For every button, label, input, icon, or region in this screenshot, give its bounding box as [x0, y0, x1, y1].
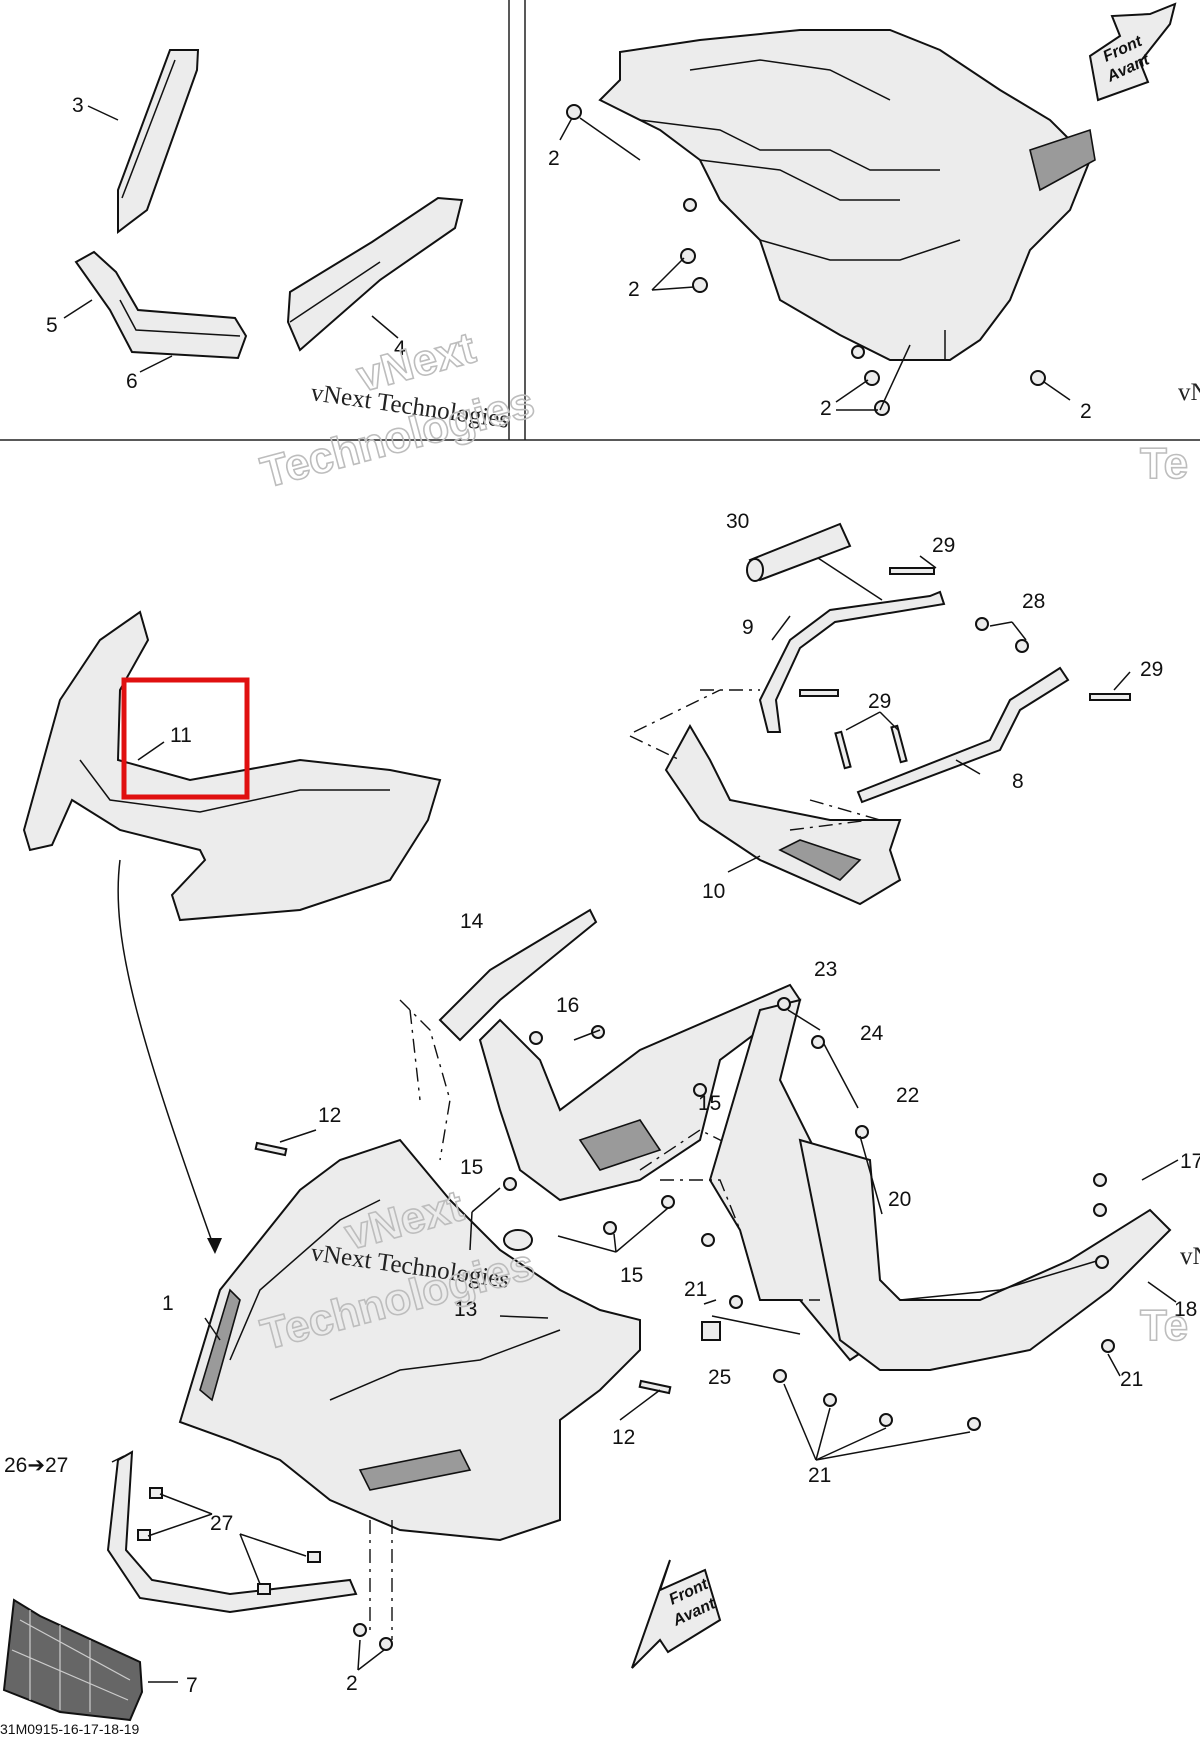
label-30: 30	[726, 510, 749, 533]
label-10: 10	[702, 880, 725, 903]
part-27-spacers	[137, 1487, 321, 1595]
part-labels: 3 5 6 4 2 2 2 2 30 29 28 9 29 29 11 8 10…	[4, 94, 1200, 1697]
part-1-front-cap	[178, 1138, 641, 1542]
part-9-frame	[758, 590, 946, 733]
label-21-a: 21	[684, 1278, 707, 1301]
label-15-a: 15	[698, 1092, 721, 1115]
label-24: 24	[860, 1022, 884, 1045]
label-25: 25	[708, 1366, 731, 1389]
label-27: 27	[210, 1512, 233, 1535]
right-side-panel	[798, 1138, 1172, 1371]
watermark-edge-1: vN	[1178, 379, 1200, 406]
label-16: 16	[556, 994, 579, 1017]
label-11: 11	[170, 724, 192, 747]
part-4-pad	[286, 196, 464, 352]
label-15-c: 15	[620, 1264, 643, 1287]
label-4: 4	[394, 337, 406, 360]
label-29-b: 29	[1140, 658, 1163, 681]
front-arrow-bottom	[631, 1559, 722, 1669]
part-10-bracket	[664, 723, 902, 906]
label-7: 7	[186, 1674, 198, 1697]
label-29-c: 29	[868, 690, 891, 713]
part-7-grille	[2, 1598, 144, 1722]
dash-lines-upper	[629, 689, 881, 831]
label-20: 20	[888, 1188, 911, 1211]
label-2-e: 2	[346, 1672, 358, 1695]
label-3: 3	[72, 94, 84, 117]
label-29-a: 29	[932, 534, 955, 557]
assembly-arrow	[117, 859, 216, 1251]
label-1: 1	[162, 1292, 174, 1315]
leader-lines-top-right	[559, 117, 1071, 411]
label-13: 13	[454, 1298, 477, 1321]
label-9: 9	[742, 616, 754, 639]
fasteners-top-right	[566, 104, 1046, 416]
label-23: 23	[814, 958, 837, 981]
label-22: 22	[896, 1084, 919, 1107]
label-6: 6	[126, 370, 138, 393]
label-12-a: 12	[318, 1104, 341, 1127]
label-2-c: 2	[820, 397, 832, 420]
leader-lines-upper-right	[727, 555, 1131, 873]
leader-lines-top-left	[63, 105, 399, 373]
panel-frames	[0, 0, 1200, 441]
part-8-frame	[856, 666, 1070, 804]
label-12-b: 12	[612, 1426, 635, 1449]
dash-lines-bottom	[369, 1179, 820, 1640]
label-21-b: 21	[1120, 1368, 1143, 1391]
label-2-b: 2	[628, 278, 640, 301]
front-arrow-top	[1088, 2, 1177, 102]
console-assembly	[598, 29, 1096, 361]
fasteners-bottom	[254, 997, 1115, 1651]
label-8: 8	[1012, 770, 1024, 793]
label-5: 5	[46, 314, 58, 337]
watermark-edge-2: Te	[1140, 439, 1188, 488]
label-18: 18	[1174, 1298, 1197, 1321]
watermark-edge-4: Te	[1140, 1301, 1188, 1350]
watermark-edge-3: vN	[1180, 1243, 1200, 1270]
label-17: 17	[1180, 1150, 1200, 1173]
assembly-arrowhead	[207, 1238, 222, 1254]
part-30-tube	[746, 522, 852, 582]
label-14: 14	[460, 910, 484, 933]
drawing-code: 31M0915-16-17-18-19	[0, 1721, 140, 1737]
part-26-bumper-bar	[106, 1450, 358, 1614]
part-5-6-pad	[74, 250, 248, 360]
part-14-bracket	[438, 908, 598, 1042]
label-26-27: 26➔27	[4, 1454, 68, 1477]
highlight-box	[121, 677, 250, 800]
label-2-a: 2	[548, 147, 560, 170]
fasteners-upper-right	[799, 567, 1131, 770]
part-11-cover	[22, 610, 442, 922]
leader-lines-bottom	[111, 1009, 1179, 1683]
part-3-pad	[117, 49, 200, 235]
label-28: 28	[1022, 590, 1045, 613]
label-15-b: 15	[460, 1156, 483, 1179]
label-2-d: 2	[1080, 400, 1092, 423]
label-21-c: 21	[808, 1464, 831, 1487]
